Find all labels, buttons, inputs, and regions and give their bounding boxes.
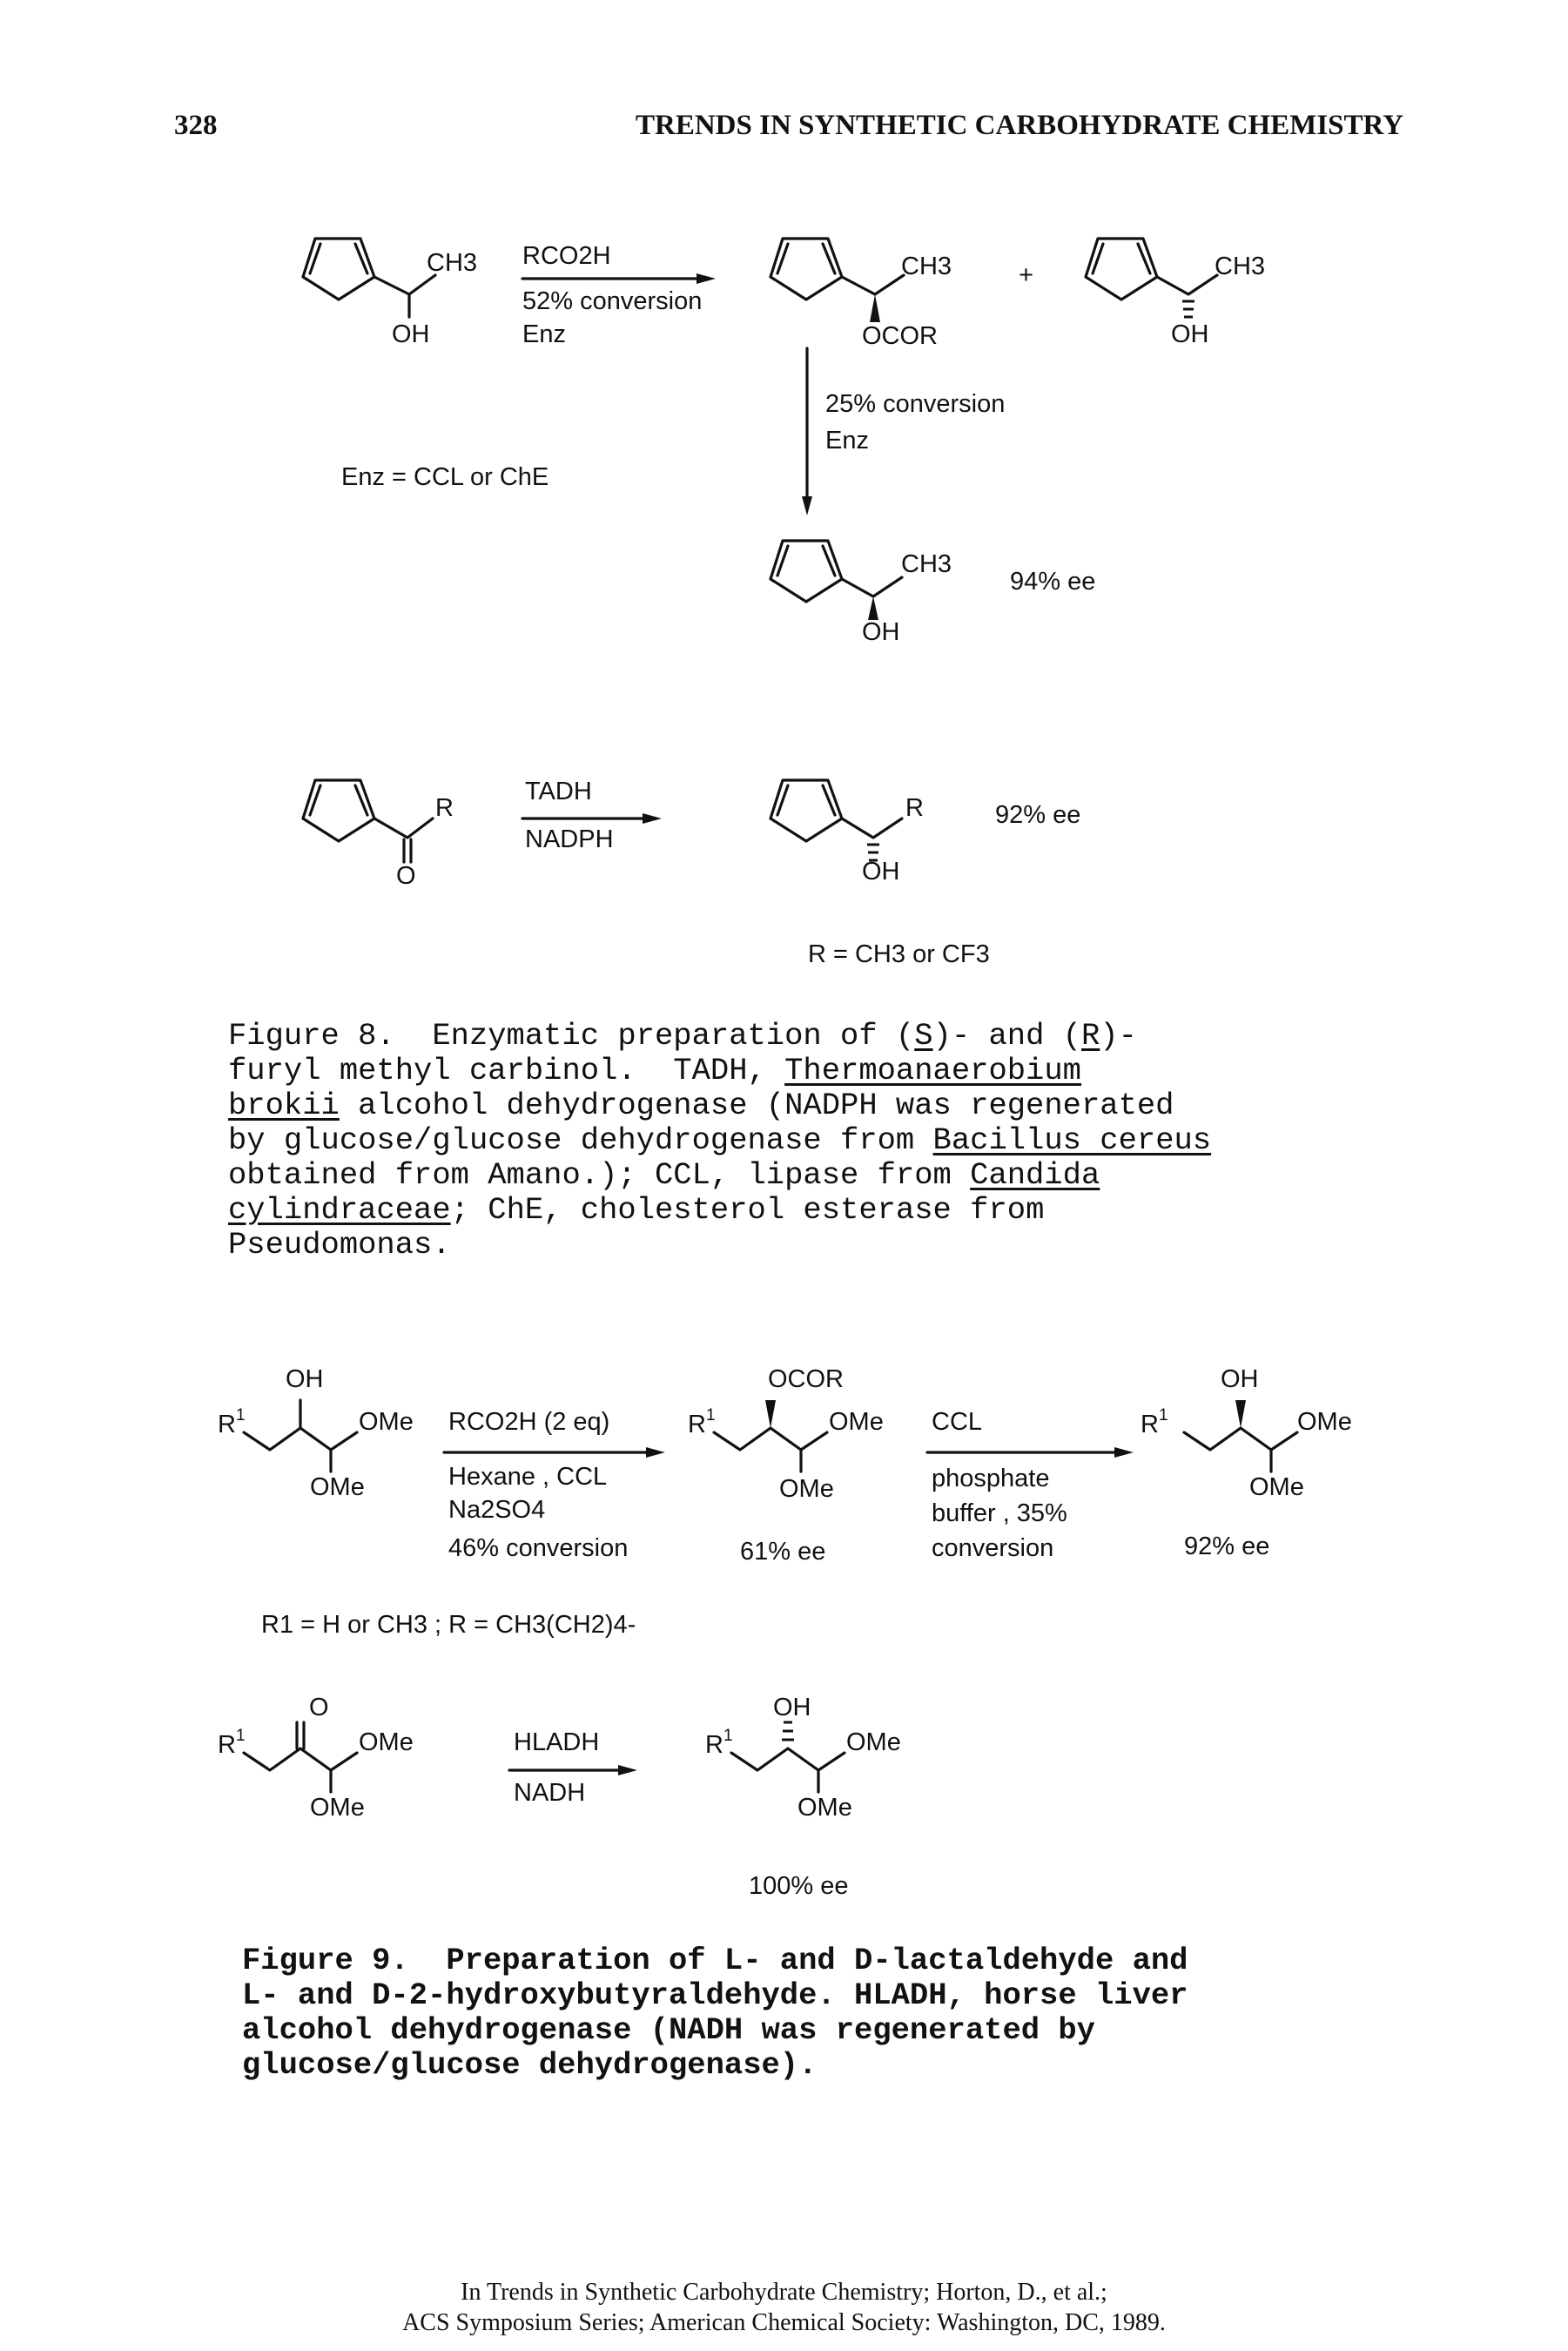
f9-reagent-hladh: HLADH xyxy=(514,1728,600,1756)
reagent-enz: Enz xyxy=(522,320,566,348)
f9-prod2-ome2: OMe xyxy=(797,1794,852,1822)
f9-reagent-nadh: NADH xyxy=(514,1779,586,1807)
reagent-conversion: 52% conversion xyxy=(522,287,703,315)
sm-oh-label: OH xyxy=(392,320,430,348)
f9-prod2-ee-100: 100% ee xyxy=(749,1872,849,1900)
f9-r-definition: R1 = H or CH3 ; R = CH3(CH2)4- xyxy=(261,1611,636,1639)
prod2-oh-label: OH xyxy=(862,858,900,886)
f9-prod-ee-92: 92% ee xyxy=(1184,1533,1270,1560)
f9-ester-ome2: OMe xyxy=(779,1475,834,1503)
furan-ring-start xyxy=(301,237,376,301)
f9-ketone-ome1: OMe xyxy=(359,1728,414,1756)
f9-prod2-ome1: OMe xyxy=(846,1728,901,1756)
f9-reagent-hexane: Hexane , CCL xyxy=(448,1463,608,1491)
prod-ch3-label: CH3 xyxy=(901,550,952,578)
f9-sm-oh: OH xyxy=(286,1365,324,1393)
reagent-nadph: NADPH xyxy=(525,825,614,853)
f9-prod2-oh: OH xyxy=(773,1694,811,1721)
figure9-caption: Figure 9. Preparation of L- and D-lactal… xyxy=(242,1943,1188,2083)
f9-reagent-na2so4: Na2SO4 xyxy=(448,1496,546,1524)
f9-reagent-conversion: 46% conversion xyxy=(448,1534,629,1562)
f9-sm-r1: R1 xyxy=(218,1406,246,1438)
reagent-rco2h: RCO2H xyxy=(522,242,611,270)
prod-oh-label: OH xyxy=(862,618,900,646)
ester-ocor-label: OCOR xyxy=(862,322,938,350)
f9-ketone-o: O xyxy=(309,1694,329,1721)
alc-oh-label: OH xyxy=(1171,320,1209,348)
f9-prod-ome1: OMe xyxy=(1297,1408,1352,1436)
f9-prod-oh: OH xyxy=(1221,1365,1259,1393)
f9-ester-ocor: OCOR xyxy=(768,1365,844,1393)
prod2-ee-92: 92% ee xyxy=(995,801,1081,829)
f9-ketone-ome2: OMe xyxy=(310,1794,365,1822)
f9-ester-ome1: OMe xyxy=(829,1408,884,1436)
running-title: TRENDS IN SYNTHETIC CARBOHYDRATE CHEMIST… xyxy=(636,110,1404,141)
alc-ch3-label: CH3 xyxy=(1215,253,1266,280)
ketone-o-label: O xyxy=(396,862,416,890)
f9-prod2-r: R1 xyxy=(705,1727,733,1759)
page-number: 328 xyxy=(174,110,218,141)
down-conversion: 25% conversion xyxy=(825,390,1006,418)
f9-ketone-r: R1 xyxy=(218,1727,246,1759)
prod2-r-label: R xyxy=(905,794,924,822)
f9-sm-ome1: OMe xyxy=(359,1408,414,1436)
footer-citation-line2: ACS Symposium Series; American Chemical … xyxy=(402,2309,1166,2336)
ester-ch3-label: CH3 xyxy=(901,253,952,280)
ketone-r-label: R xyxy=(435,794,454,822)
reagent-tadh: TADH xyxy=(525,778,592,805)
f9-prod-ome2: OMe xyxy=(1249,1473,1304,1501)
f9-ester-r: R1 xyxy=(688,1406,716,1438)
prod-ee-94: 94% ee xyxy=(1010,568,1096,596)
f9-reagent-phosphate: phosphate xyxy=(932,1465,1050,1492)
footer-citation-line1: In Trends in Synthetic Carbohydrate Chem… xyxy=(461,2279,1107,2306)
side-chain-bond xyxy=(373,273,437,296)
chain-bonds-start xyxy=(242,1426,359,1452)
sm-ch3-label: CH3 xyxy=(427,249,478,277)
figure8-caption: Figure 8. Enzymatic preparation of (S)- … xyxy=(228,1018,1212,1263)
f9-sm-ome2: OMe xyxy=(310,1473,365,1501)
f9-reagent-b-conversion: conversion xyxy=(932,1534,1054,1562)
f9-reagent-ccl: CCL xyxy=(932,1408,983,1436)
plus-sign: + xyxy=(1019,261,1033,289)
down-enz: Enz xyxy=(825,427,869,455)
enz-definition: Enz = CCL or ChE xyxy=(341,463,549,491)
f9-prod-r: R1 xyxy=(1141,1406,1168,1438)
f9-reagent-rco2h: RCO2H (2 eq) xyxy=(448,1408,610,1436)
f9-ester-ee-61: 61% ee xyxy=(740,1538,826,1566)
f9-reagent-buffer: buffer , 35% xyxy=(932,1499,1067,1527)
r-definition: R = CH3 or CF3 xyxy=(808,940,990,968)
